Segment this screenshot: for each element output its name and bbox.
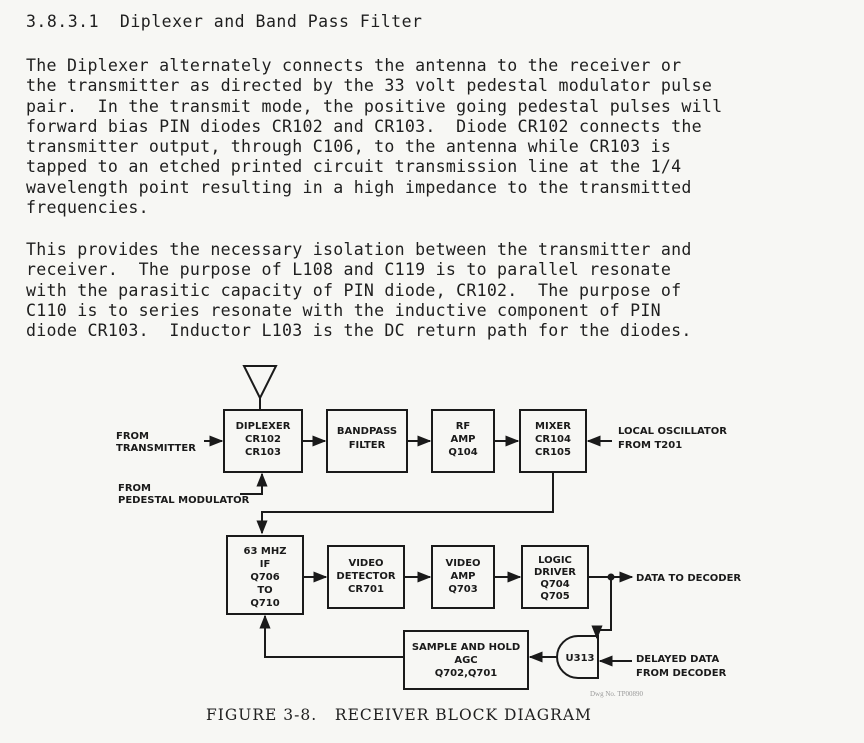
block-label: DRIVER (534, 567, 576, 578)
block-label: CR103 (245, 447, 281, 458)
block-label: LOGIC (538, 555, 572, 566)
block-label: CR104 (535, 434, 571, 445)
video-detector-block: VIDEO DETECTOR CR701 (327, 545, 405, 609)
from-transmitter-label: TRANSMITTER (116, 443, 196, 454)
block-label: Q703 (448, 584, 477, 595)
block-label: AMP (450, 434, 475, 445)
block-label: VIDEO (445, 558, 480, 569)
paragraph-isolation-description: This provides the necessary isolation be… (26, 240, 856, 341)
drawing-number: Dwg No. TP00890 (590, 690, 643, 698)
text-line: receiver. The purpose of L108 and C119 i… (26, 260, 672, 280)
text-line: forward bias PIN diodes CR102 and CR103.… (26, 116, 702, 136)
text-line: pair. In the transmit mode, the positive… (26, 96, 723, 116)
block-label: Q104 (448, 447, 477, 458)
antenna-icon (242, 365, 278, 410)
section-heading: 3.8.3.1 Diplexer and Band Pass Filter (26, 12, 423, 31)
figure-caption: FIGURE 3-8. RECEIVER BLOCK DIAGRAM (206, 706, 592, 724)
block-label: MIXER (535, 421, 571, 432)
block-label: Q710 (250, 598, 279, 609)
block-label: Q704 (540, 579, 569, 590)
sample-hold-agc-block: SAMPLE AND HOLD AGC Q702,Q701 (403, 630, 529, 690)
text-line: transmitter output, through C106, to the… (26, 137, 672, 157)
delayed-data-label: DELAYED DATA (636, 654, 719, 665)
block-label: AGC (454, 655, 477, 666)
video-amp-block: VIDEO AMP Q703 (431, 545, 495, 609)
block-label: IF (260, 559, 271, 570)
block-label: DIPLEXER (236, 421, 291, 432)
paragraph-diplexer-description: The Diplexer alternately connects the an… (26, 56, 856, 218)
rf-amp-block: RF AMP Q104 (431, 409, 495, 473)
block-label: Q706 (250, 572, 279, 583)
if-amp-block: 63 MHZ IF Q706 TO Q710 (226, 535, 304, 615)
gate-label: U313 (566, 653, 595, 664)
text-line: diode CR103. Inductor L103 is the DC ret… (26, 321, 692, 341)
text-line: wavelength point resulting in a high imp… (26, 177, 692, 197)
bandpass-filter-block: BANDPASS FILTER (326, 409, 408, 473)
block-label: Q702,Q701 (435, 668, 498, 679)
logic-to-gate-arrow (591, 577, 612, 640)
agc-feedback-arrow (259, 614, 404, 658)
text-line: This provides the necessary isolation be… (26, 240, 692, 259)
mixer-to-if-arrow (256, 472, 554, 535)
block-label: FILTER (349, 440, 386, 451)
local-oscillator-label: LOCAL OSCILLATOR (618, 426, 727, 437)
block-label: DETECTOR (336, 571, 395, 582)
block-label: CR701 (348, 584, 384, 595)
data-to-decoder-label: DATA TO DECODER (636, 573, 741, 584)
from-pedestal-label: FROM (118, 483, 151, 494)
text-line: tapped to an etched printed circuit tran… (26, 157, 682, 177)
local-oscillator-label: FROM T201 (618, 440, 682, 451)
block-label: TO (257, 585, 272, 596)
text-line: The Diplexer alternately connects the an… (26, 56, 682, 75)
u313-gate: U313 (556, 635, 599, 679)
block-label: AMP (450, 571, 475, 582)
text-line: frequencies. (26, 198, 149, 218)
text-line: C110 is to series resonate with the indu… (26, 300, 661, 320)
logic-driver-block: LOGIC DRIVER Q704 Q705 (521, 545, 589, 609)
block-label: VIDEO (348, 558, 383, 569)
block-label: RF (456, 421, 471, 432)
delayed-data-label: FROM DECODER (636, 668, 727, 679)
text-line: with the parasitic capacity of PIN diode… (26, 280, 682, 300)
block-label: 63 MHZ (244, 546, 287, 557)
block-label: BANDPASS (337, 426, 397, 437)
mixer-block: MIXER CR104 CR105 (519, 409, 587, 473)
from-transmitter-label: FROM (116, 431, 149, 442)
text-line: the transmitter as directed by the 33 vo… (26, 76, 713, 96)
block-label: SAMPLE AND HOLD (412, 642, 520, 653)
from-pedestal-label: PEDESTAL MODULATOR (118, 495, 250, 506)
pedestal-modulator-arrow (240, 472, 268, 495)
block-label: CR102 (245, 434, 281, 445)
block-label: CR105 (535, 447, 571, 458)
block-label: Q705 (540, 591, 569, 602)
diplexer-block: DIPLEXER CR102 CR103 (223, 409, 303, 473)
